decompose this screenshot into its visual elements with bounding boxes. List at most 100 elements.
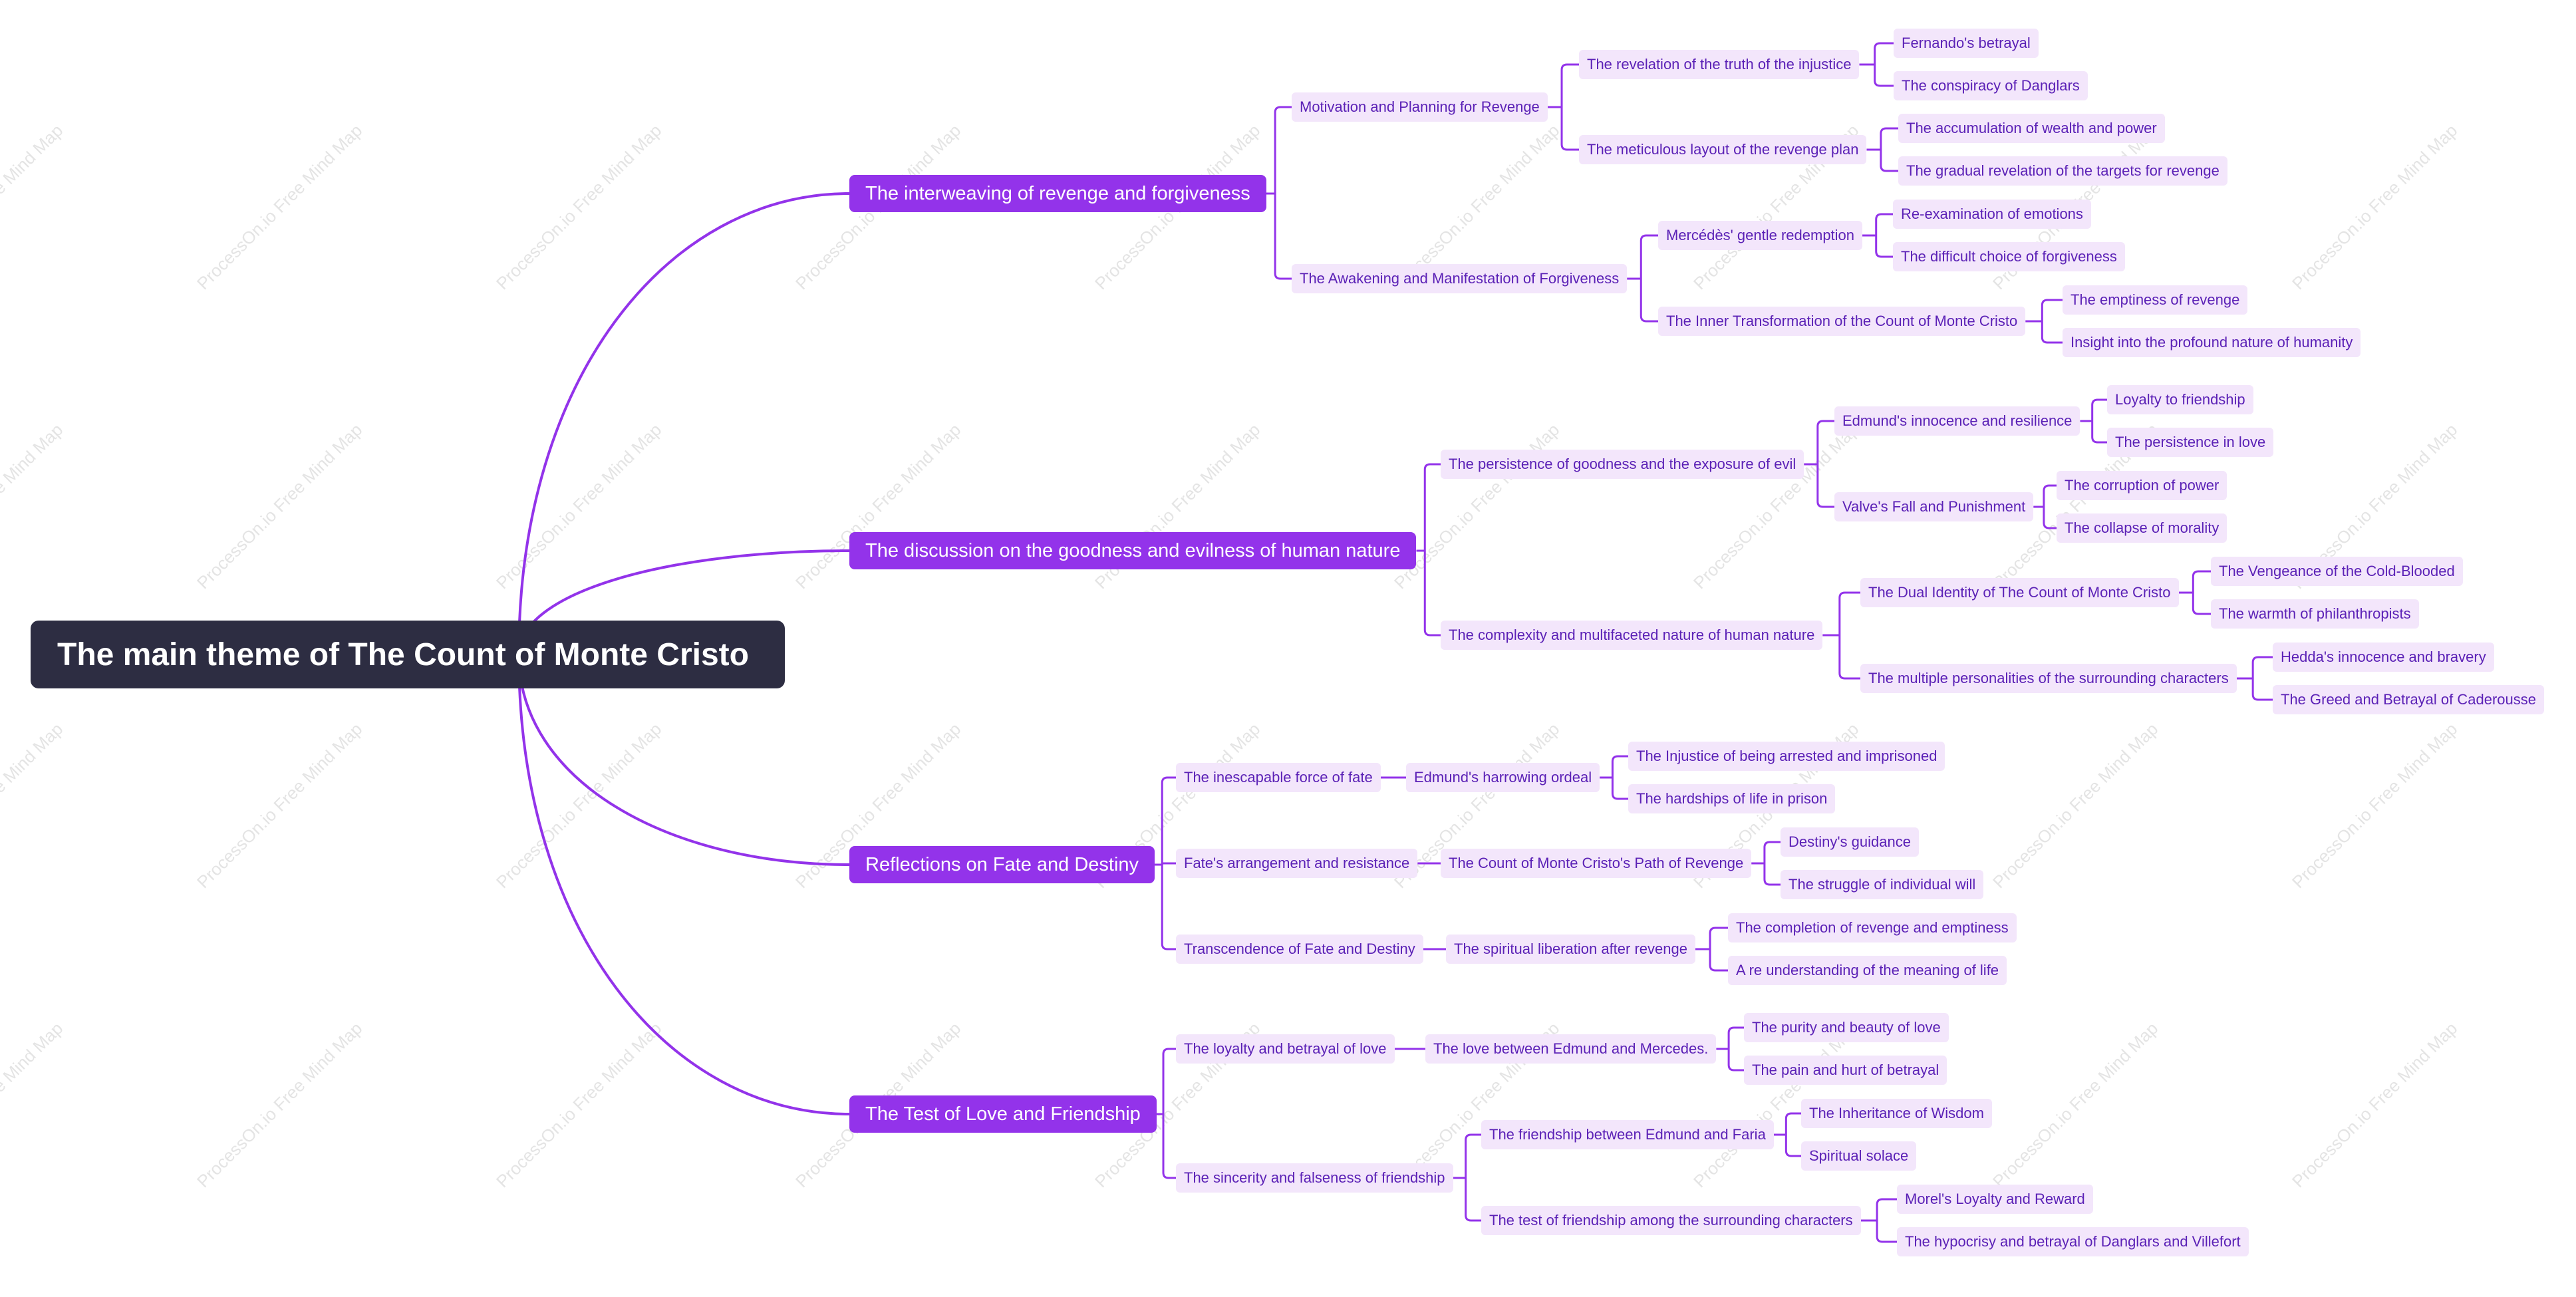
leaf-node[interactable]: The purity and beauty of love <box>1744 1013 1949 1042</box>
leaf-node[interactable]: The corruption of power <box>2057 471 2227 500</box>
connector-line <box>2192 570 2211 593</box>
connector-line <box>1876 1198 1897 1221</box>
connector-line <box>1709 949 1728 972</box>
leaf-node[interactable]: The hypocrisy and betrayal of Danglars a… <box>1897 1227 2249 1256</box>
leaf-node[interactable]: The collapse of morality <box>2057 513 2227 543</box>
connector-line <box>1709 927 1728 949</box>
leaf-node[interactable]: The warmth of philanthropists <box>2211 599 2419 629</box>
connector-line <box>1162 1114 1176 1179</box>
subtopic-node[interactable]: The test of friendship among the surroun… <box>1481 1206 1861 1235</box>
leaf-node[interactable]: The pain and hurt of betrayal <box>1744 1056 1947 1085</box>
connector-line <box>1640 279 1658 323</box>
connector-line <box>1162 1048 1176 1114</box>
connector-line <box>1838 591 1860 635</box>
leaf-node[interactable]: Spiritual solace <box>1801 1141 1917 1171</box>
topic-node[interactable]: Motivation and Planning for Revenge <box>1292 92 1548 122</box>
leaf-node[interactable]: Re-examination of emotions <box>1893 200 2091 229</box>
connector-line <box>2251 656 2273 678</box>
branch-node[interactable]: The interweaving of revenge and forgiven… <box>849 175 1266 212</box>
connector-line <box>1874 65 1894 87</box>
subtopic-node[interactable]: The revelation of the truth of the injus… <box>1579 50 1860 79</box>
connector-line <box>1874 42 1894 65</box>
subtopic-node[interactable]: Edmund's innocence and resilience <box>1834 406 2080 436</box>
topic-node[interactable]: The Awakening and Manifestation of Forgi… <box>1292 264 1628 293</box>
leaf-node[interactable]: The Injustice of being arrested and impr… <box>1628 742 1945 771</box>
topic-node[interactable]: The persistence of goodness and the expo… <box>1441 450 1804 479</box>
subtopic-node[interactable]: The meticulous layout of the revenge pla… <box>1579 135 1867 164</box>
subtopic-node[interactable]: The multiple personalities of the surrou… <box>1860 664 2237 693</box>
leaf-node[interactable]: The Inheritance of Wisdom <box>1801 1099 1992 1128</box>
leaf-node[interactable]: The persistence in love <box>2107 428 2274 457</box>
leaf-node[interactable]: The Vengeance of the Cold-Blooded <box>2211 557 2463 586</box>
branch-node[interactable]: The discussion on the goodness and eviln… <box>849 532 1417 569</box>
connector-line <box>1161 865 1176 950</box>
connector-line <box>1763 841 1781 863</box>
connector-line <box>2041 321 2063 344</box>
connector-line <box>1880 127 1898 150</box>
leaf-node[interactable]: The completion of revenge and emptiness <box>1728 913 2017 942</box>
connector-line <box>1875 235 1893 258</box>
topic-node[interactable]: The sincerity and falseness of friendshi… <box>1176 1163 1453 1193</box>
subtopic-node[interactable]: Mercédès' gentle redemption <box>1658 221 1863 250</box>
connector-line <box>1611 755 1628 778</box>
connector-line <box>2251 678 2273 701</box>
connector-line <box>1727 1026 1744 1049</box>
connector-line <box>1727 1049 1744 1072</box>
connector-line <box>1875 213 1893 235</box>
root-node[interactable]: The main theme of The Count of Monte Cri… <box>31 621 785 688</box>
connector-line <box>1816 420 1834 464</box>
subtopic-node[interactable]: Valve's Fall and Punishment <box>1834 492 2034 521</box>
connector-line <box>1423 551 1441 637</box>
leaf-node[interactable]: The accumulation of wealth and power <box>1898 114 2165 143</box>
subtopic-node[interactable]: The Dual Identity of The Count of Monte … <box>1860 578 2179 607</box>
connector-line <box>2192 593 2211 615</box>
connector-line <box>517 654 850 1115</box>
leaf-node[interactable]: The gradual revelation of the targets fo… <box>1898 156 2227 186</box>
connector-line <box>1785 1135 1801 1157</box>
branch-node[interactable]: Reflections on Fate and Destiny <box>849 846 1155 883</box>
branch-node[interactable]: The Test of Love and Friendship <box>849 1095 1157 1133</box>
leaf-node[interactable]: A re understanding of the meaning of lif… <box>1728 956 2007 985</box>
connector-line <box>1560 107 1579 151</box>
connector-line <box>2091 421 2107 444</box>
topic-node[interactable]: The loyalty and betrayal of love <box>1176 1034 1395 1064</box>
leaf-node[interactable]: Insight into the profound nature of huma… <box>2063 328 2361 357</box>
connector-line <box>1274 194 1292 280</box>
leaf-node[interactable]: Fernando's betrayal <box>1894 29 2039 58</box>
leaf-node[interactable]: The hardships of life in prison <box>1628 784 1836 813</box>
connector-line <box>1880 150 1898 172</box>
leaf-node[interactable]: The emptiness of revenge <box>2063 285 2248 315</box>
connector-line <box>1465 1178 1481 1222</box>
leaf-node[interactable]: Loyalty to friendship <box>2107 385 2253 414</box>
connector-line <box>1611 778 1628 800</box>
subtopic-node[interactable]: The love between Edmund and Mercedes. <box>1425 1034 1717 1064</box>
connector-line <box>1274 106 1292 194</box>
leaf-node[interactable]: Morel's Loyalty and Reward <box>1897 1185 2093 1214</box>
leaf-node[interactable]: The Greed and Betrayal of Caderousse <box>2273 685 2545 714</box>
topic-node[interactable]: Transcendence of Fate and Destiny <box>1176 935 1423 964</box>
connector-line <box>517 192 850 655</box>
connector-line <box>2043 484 2057 507</box>
connector-line <box>1816 464 1834 508</box>
leaf-node[interactable]: The conspiracy of Danglars <box>1894 71 2088 100</box>
leaf-node[interactable]: Hedda's innocence and bravery <box>2273 643 2494 672</box>
connector-line <box>1785 1112 1801 1135</box>
subtopic-node[interactable]: The Inner Transformation of the Count of… <box>1658 307 2026 336</box>
connector-line <box>2041 299 2063 321</box>
subtopic-node[interactable]: The spiritual liberation after revenge <box>1446 935 1695 964</box>
subtopic-node[interactable]: Edmund's harrowing ordeal <box>1406 763 1600 792</box>
connector-line <box>1161 776 1176 865</box>
leaf-node[interactable]: The difficult choice of forgiveness <box>1893 242 2125 271</box>
leaf-node[interactable]: The struggle of individual will <box>1781 870 1984 899</box>
connector-line <box>2091 398 2107 421</box>
topic-node[interactable]: The complexity and multifaceted nature o… <box>1441 621 1823 650</box>
topic-node[interactable]: Fate's arrangement and resistance <box>1176 849 1418 878</box>
leaf-node[interactable]: Destiny's guidance <box>1781 827 1919 857</box>
subtopic-node[interactable]: The Count of Monte Cristo's Path of Reve… <box>1441 849 1752 878</box>
connector-line <box>1838 635 1860 680</box>
topic-node[interactable]: The inescapable force of fate <box>1176 763 1381 792</box>
connector-line <box>1560 63 1579 107</box>
connector-line <box>1763 863 1781 886</box>
subtopic-node[interactable]: The friendship between Edmund and Faria <box>1481 1120 1774 1149</box>
